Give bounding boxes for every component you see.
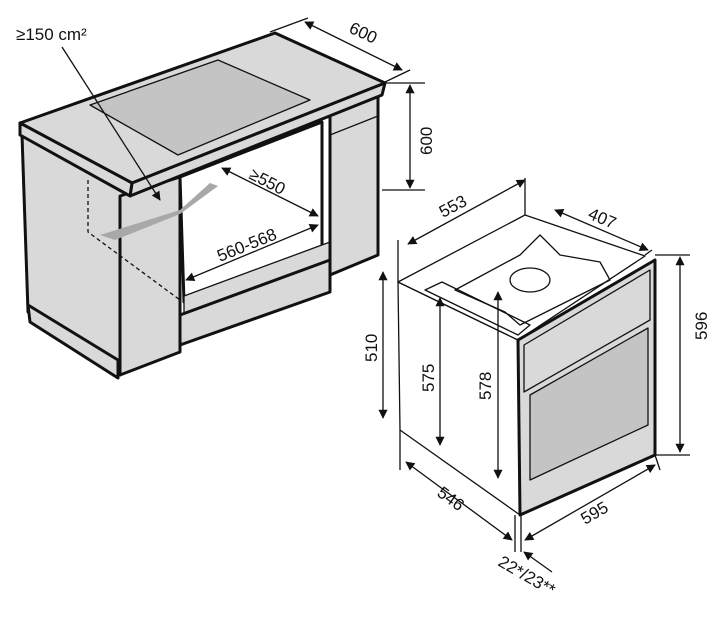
oven-window bbox=[529, 327, 649, 481]
oven-top-element bbox=[454, 234, 611, 326]
hidden-outline bbox=[87, 180, 181, 301]
vent-opening bbox=[100, 183, 218, 240]
hob bbox=[89, 59, 311, 156]
oven-side-depth-label: 546 bbox=[434, 483, 468, 515]
oven-front-height-label: 596 bbox=[692, 312, 711, 340]
oven-top-depth-label: 553 bbox=[436, 191, 470, 221]
oven-inner-height-label-1: 575 bbox=[419, 364, 438, 392]
oven-fascia-label: 22*/23** bbox=[495, 552, 559, 600]
vent-area-label: ≥150 cm² bbox=[16, 25, 87, 44]
oven-front-width-label: 595 bbox=[578, 498, 612, 529]
oven-side-height-label: 510 bbox=[362, 334, 381, 362]
control-panel bbox=[523, 269, 651, 393]
kitchen-cabinet bbox=[18, 31, 387, 380]
oven-door-depth-label: 407 bbox=[585, 204, 619, 233]
cabinet-left-front bbox=[118, 175, 182, 377]
cabinet-depth-label: 600 bbox=[346, 18, 380, 47]
oven-dimensions bbox=[378, 178, 690, 573]
cabinet-height-label: 600 bbox=[417, 127, 436, 155]
oven-inner-height-label-2: 578 bbox=[476, 372, 495, 400]
oven-fascia-strip bbox=[424, 281, 531, 336]
countertop-side bbox=[18, 121, 134, 198]
tall-side-unit bbox=[328, 93, 380, 277]
cabinet-plinth bbox=[26, 303, 120, 380]
